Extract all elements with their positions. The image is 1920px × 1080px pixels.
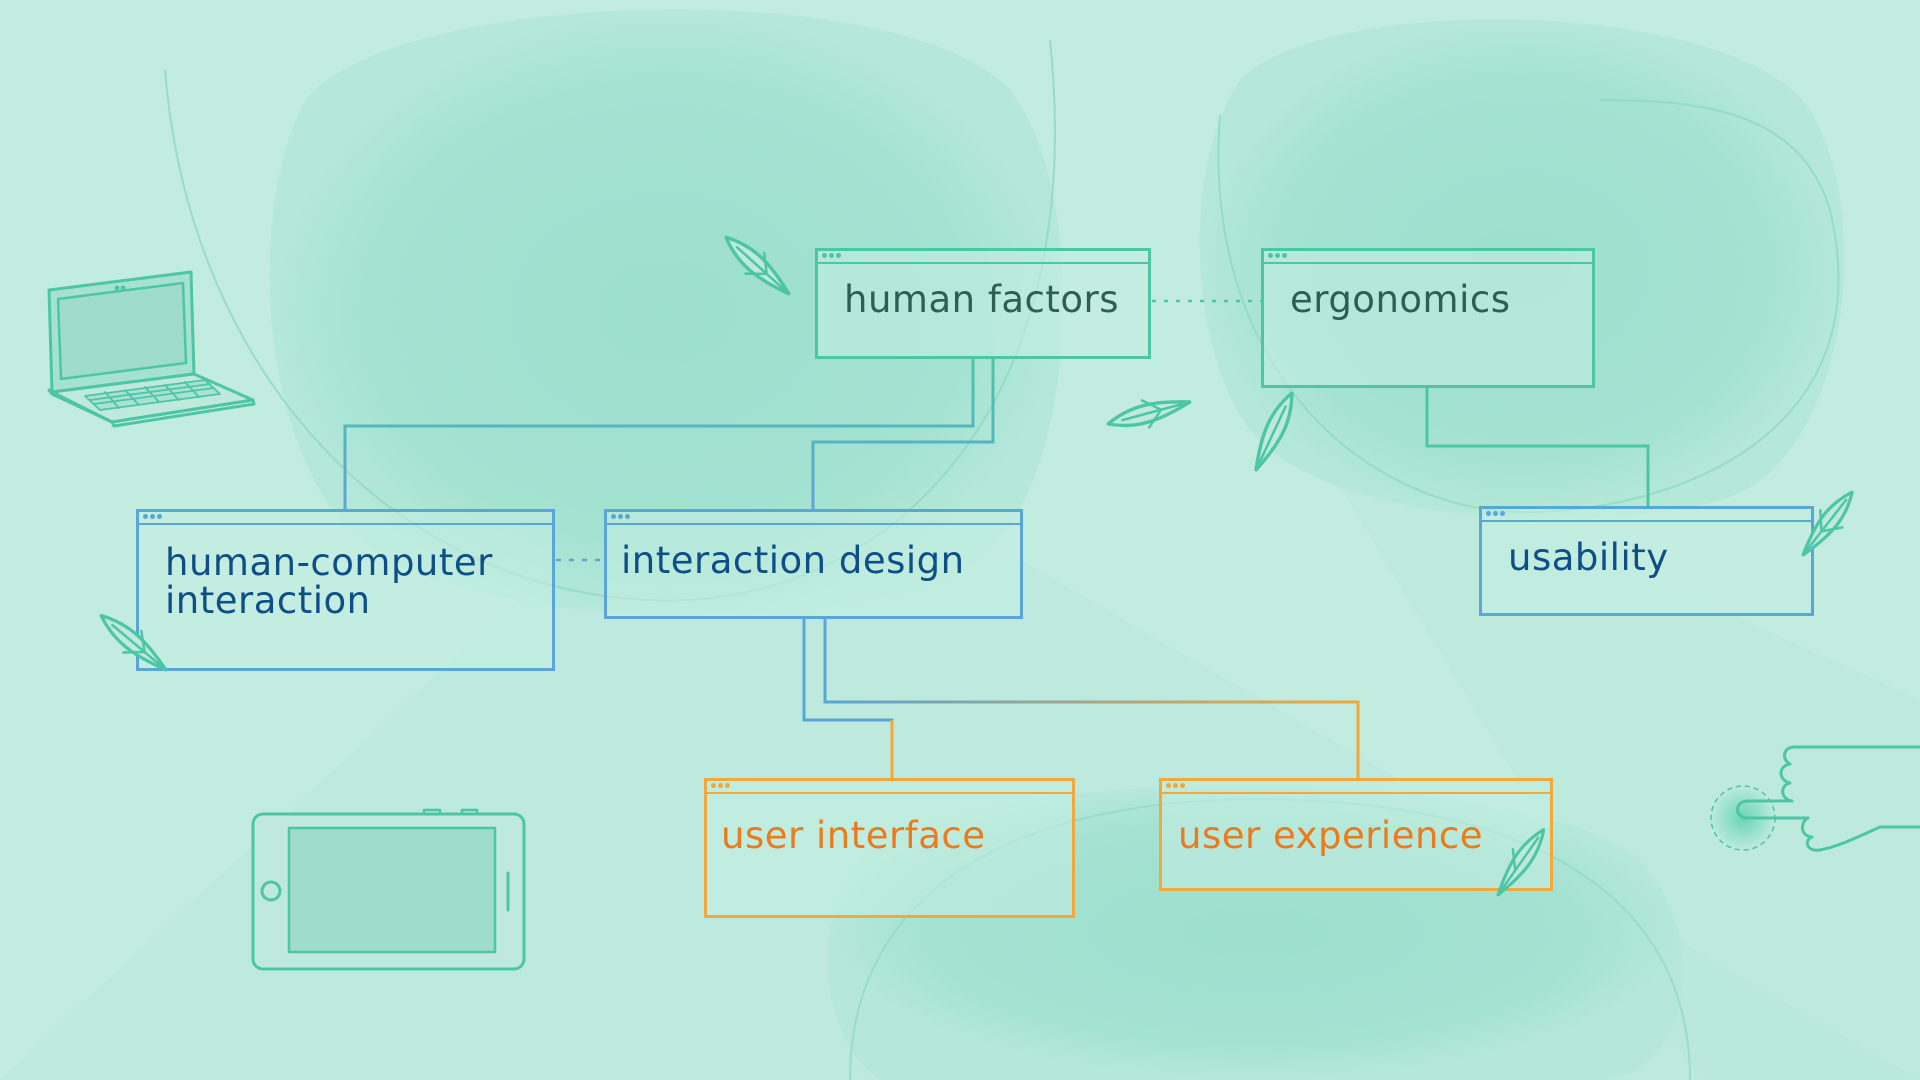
leaf-icon (1106, 399, 1192, 429)
node-label: interaction design (621, 539, 965, 582)
node-usability[interactable]: usability (1479, 506, 1814, 616)
node-user-experience[interactable]: user experience (1159, 778, 1553, 891)
edge-ergonomics-usability (1425, 387, 1650, 506)
laptop-icon (47, 270, 256, 428)
node-interaction-design[interactable]: interaction design (604, 509, 1023, 619)
node-human-computer-interaction[interactable]: human-computer interaction (136, 509, 555, 671)
leaf-icon (1801, 490, 1854, 557)
leaf-icon (99, 613, 168, 672)
node-label: ergonomics (1290, 278, 1511, 321)
node-label: human factors (844, 278, 1120, 321)
node-label: usability (1508, 536, 1669, 579)
leaf-icon (724, 235, 791, 296)
pointing-hand-icon (1710, 745, 1920, 852)
edge-human-factors-interaction-design (811, 358, 995, 510)
leaf-icon (1254, 391, 1294, 472)
tablet-icon (251, 808, 526, 971)
leaf-icon (1496, 828, 1546, 897)
node-label: user experience (1178, 814, 1484, 857)
node-label: human-computer interaction (165, 541, 493, 622)
edge-human-factors-hci (343, 358, 975, 510)
node-user-interface[interactable]: user interface (704, 778, 1075, 918)
node-label: user interface (721, 814, 986, 857)
node-human-factors[interactable]: human factors (815, 248, 1151, 359)
node-ergonomics[interactable]: ergonomics (1261, 248, 1595, 388)
